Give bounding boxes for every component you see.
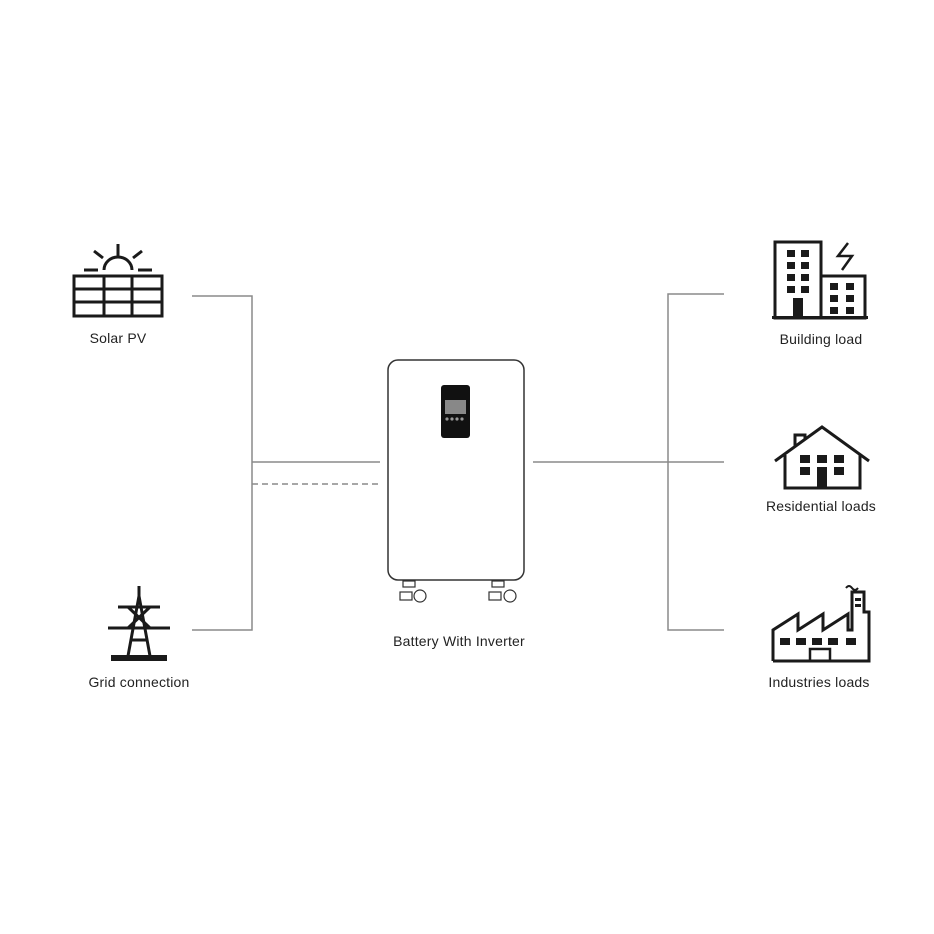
building-load-label: Building load bbox=[779, 331, 863, 347]
house-icon bbox=[774, 425, 870, 490]
residential-loads-label: Residential loads bbox=[765, 498, 877, 514]
battery-inverter-icon bbox=[387, 359, 525, 603]
grid-connection-label: Grid connection bbox=[88, 674, 190, 690]
power-tower-icon bbox=[108, 586, 170, 661]
wheels bbox=[399, 580, 517, 603]
right-connectors bbox=[533, 293, 724, 631]
industries-loads-label: Industries loads bbox=[768, 674, 870, 690]
building-icon bbox=[772, 240, 868, 320]
solar-pv-label: Solar PV bbox=[89, 330, 147, 346]
solar-grid-bus-line bbox=[192, 295, 253, 631]
solar-panel-icon bbox=[72, 244, 164, 318]
factory-icon bbox=[771, 585, 871, 663]
load-bus-line bbox=[667, 293, 724, 631]
battery-label: Battery With Inverter bbox=[393, 633, 525, 649]
left-connectors bbox=[192, 295, 380, 631]
